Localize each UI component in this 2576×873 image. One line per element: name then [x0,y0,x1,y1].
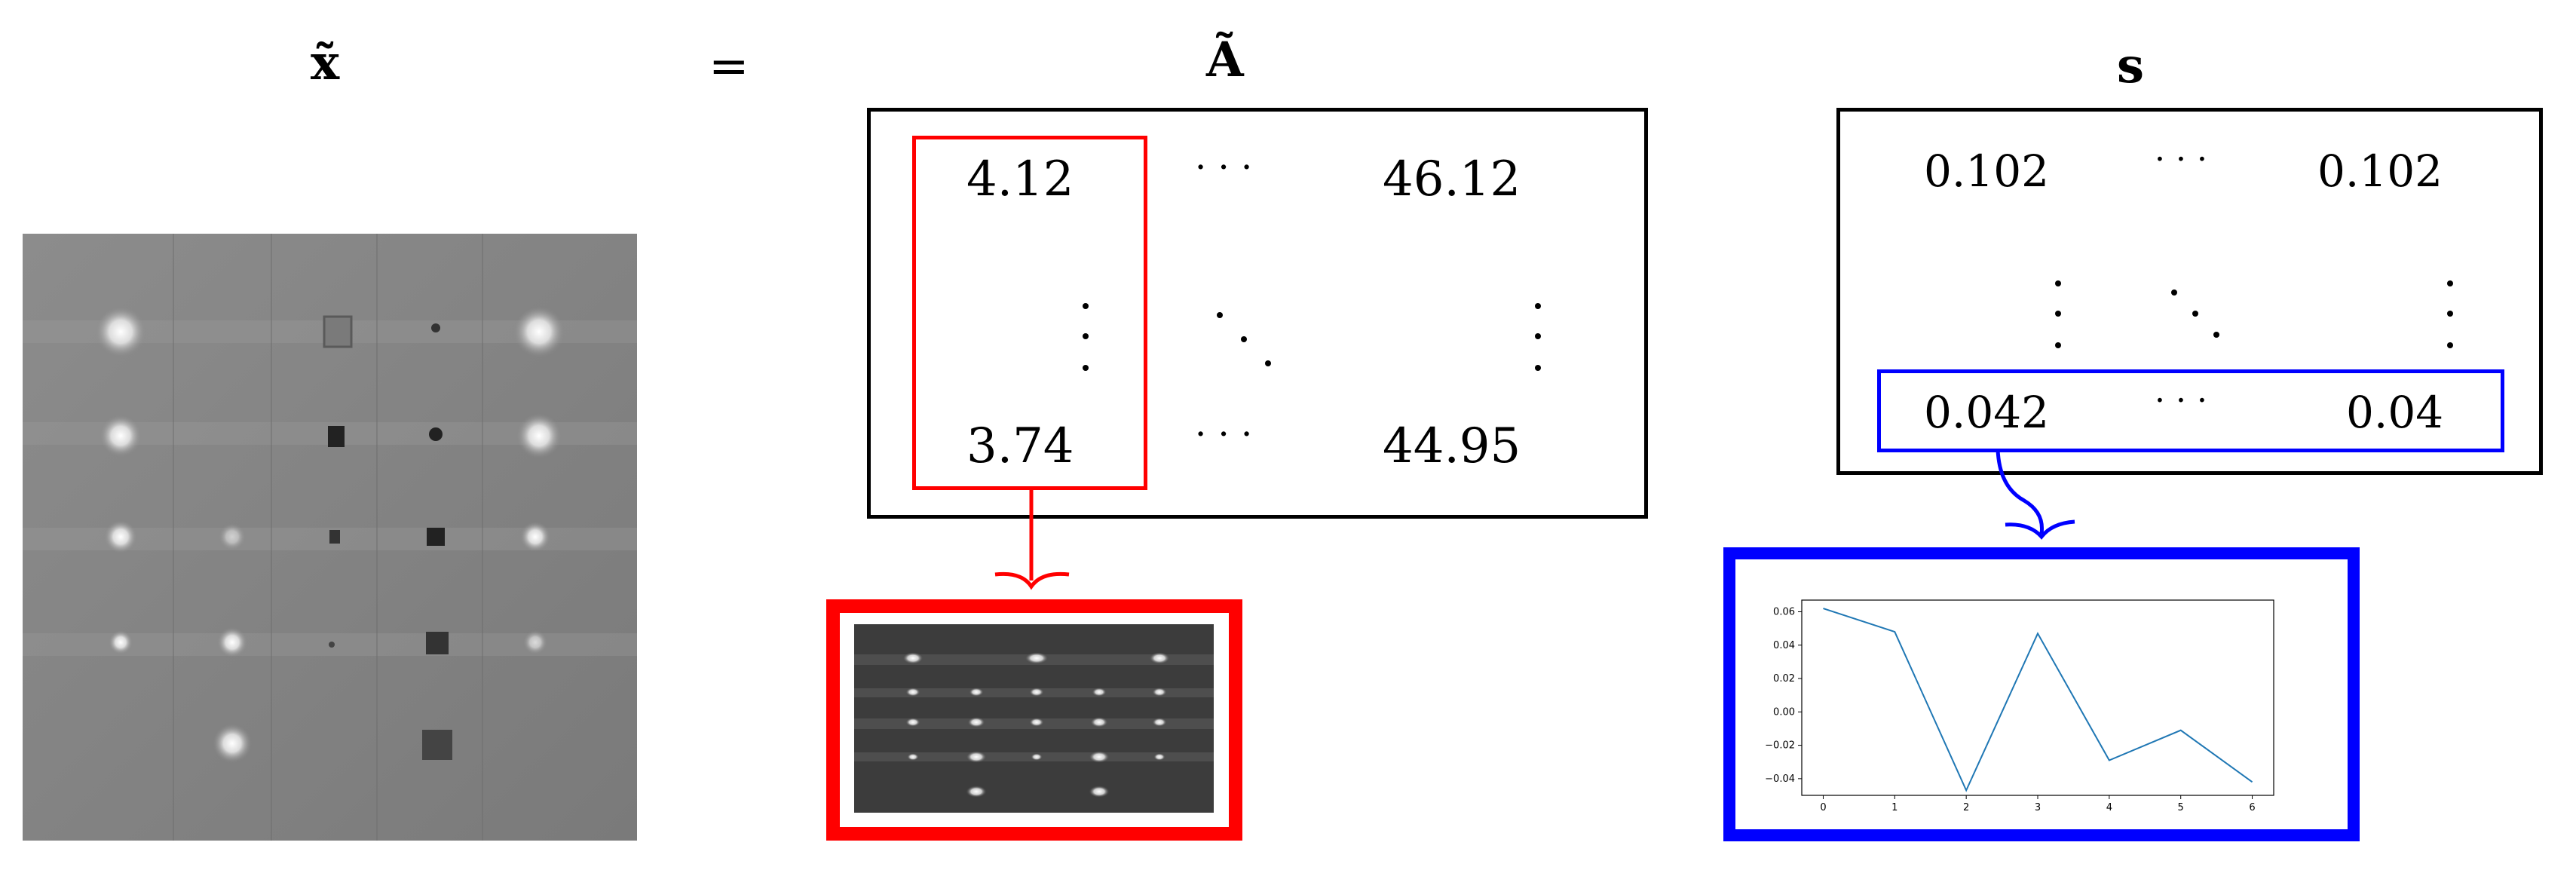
red-arrow [994,490,1070,590]
matrix-a-vertical-dots [1083,303,1089,371]
line-chart-frame [1723,547,2360,841]
x-tick-label: 4 [2106,802,2112,813]
y-tick-label: 0.00 [1773,706,1795,718]
plot-frame [1801,599,2274,796]
bright-spot [109,630,133,654]
bright-spot [523,630,547,654]
dark-spot [328,426,345,447]
x-tilde-symbol: x̃ [311,35,340,91]
s-symbol: s [2117,38,2145,94]
matrix-s-bottom-right: 0.04 [2346,387,2444,438]
matrix-s-top-right: 0.102 [2317,146,2443,197]
line-chart: 0 1 2 3 4 5 6 0.06 0.04 0.02 0.00 −0.02 −0.04 [1765,599,2274,813]
matrix-s-top-left: 0.102 [1924,146,2050,197]
dark-spot [329,642,335,648]
blue-arrow [1996,449,2075,540]
bright-spot [513,306,565,357]
y-tick-label: 0.02 [1773,673,1795,685]
matrix-a-top-ellipsis: · · · [1195,146,1253,188]
matrix-a-right-vertical-dots [1535,303,1541,371]
dark-spot [329,530,340,544]
bright-spot [520,522,550,552]
bright-spot [95,306,146,357]
matrix-s-row-highlight [1877,369,2504,452]
dark-spot [426,632,449,654]
series-line [1823,608,2253,792]
matrix-s-box [1836,108,2543,475]
matrix-a-column-highlight [912,136,1147,490]
matrix-s-diagonal-dots [2171,289,2219,338]
dark-spot [429,427,443,441]
x-tick-label: 1 [1891,802,1898,813]
matrix-a-bottom-ellipsis: · · · [1195,413,1253,455]
y-tick-label: 0.04 [1773,640,1795,651]
matrix-a-diagonal-dots [1217,312,1271,366]
x-tick-label: 2 [1963,802,1969,813]
dark-spot [323,315,353,348]
matrix-a-top-left: 4.12 [966,152,1074,207]
matrix-a-bottom-left: 3.74 [966,418,1074,474]
matrix-a-top-right: 46.12 [1383,152,1521,207]
y-tick-label: −0.04 [1765,773,1795,785]
matrix-a-bottom-right: 44.95 [1383,418,1521,474]
y-tick-label: 0.06 [1773,606,1795,617]
dark-spot [427,528,445,546]
matrix-s-top-ellipsis: · · · [2155,140,2207,179]
equals-sign: = [709,38,749,94]
x-tick-label: 3 [2035,802,2041,813]
bright-spot [516,413,562,458]
matrix-s-vertical-dots [2055,280,2061,348]
bright-spot [104,520,137,553]
bright-spot [213,724,252,763]
x-tick-label: 0 [1820,802,1826,813]
matrix-s-right-vertical-dots [2447,280,2453,348]
bright-spot [100,415,142,457]
matrix-a-box [867,108,1648,519]
bright-spot [217,627,247,657]
matrix-s-bottom-ellipsis: · · · [2155,381,2207,420]
input-grayscale-image [23,234,637,841]
y-tick-label: −0.02 [1765,740,1795,752]
x-tick-label: 5 [2178,802,2184,813]
x-tick-label: 6 [2249,802,2255,813]
bright-spot [219,523,246,550]
column-visualization-image [854,624,1214,813]
dark-spot [431,323,440,332]
a-tilde-symbol: Ã [1206,32,1244,88]
dark-spot [422,730,452,760]
matrix-s-bottom-left: 0.042 [1924,387,2050,438]
